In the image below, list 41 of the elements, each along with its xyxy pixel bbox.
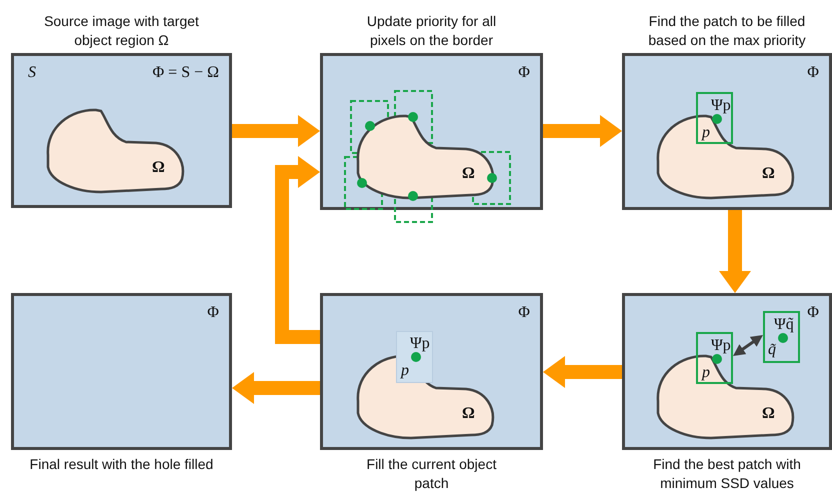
- math-symbol: Ω: [462, 405, 475, 423]
- arrow: [232, 115, 320, 147]
- step-caption: Find the best patch with minimum SSD values: [652, 455, 802, 493]
- arrow: [719, 210, 751, 293]
- math-symbol: Ω: [762, 405, 775, 423]
- arrow: [543, 356, 622, 388]
- arrow: [275, 156, 320, 344]
- target-region: [46, 107, 186, 195]
- patch-square: [696, 332, 733, 384]
- target-region: [356, 113, 496, 201]
- math-symbol: p: [702, 364, 710, 382]
- math-symbol: p: [702, 124, 710, 142]
- math-symbol: Ψp: [711, 97, 731, 115]
- math-symbol: p: [401, 362, 409, 380]
- arrow: [733, 335, 763, 356]
- patch-square: [763, 311, 800, 363]
- step-caption: Final result with the hole filled: [29, 455, 214, 474]
- math-symbol: Ψp: [711, 337, 731, 355]
- math-symbol: q̃: [768, 341, 776, 359]
- target-region: [656, 113, 796, 201]
- math-symbol: Φ: [807, 64, 819, 82]
- math-symbol: S: [28, 64, 36, 82]
- patch-square: [396, 331, 433, 383]
- math-symbol: Φ: [807, 304, 819, 322]
- math-symbol: Ω: [462, 165, 475, 183]
- step-caption: Source image with target object region Ω: [43, 12, 200, 50]
- math-symbol: Ω: [762, 165, 775, 183]
- target-region: [356, 353, 496, 441]
- patch-square: [696, 92, 733, 144]
- math-symbol: Φ: [518, 304, 530, 322]
- arrow: [232, 372, 320, 404]
- math-symbol: Ψq̃: [774, 316, 794, 334]
- step-caption: Fill the current object patch: [366, 455, 498, 493]
- math-symbol: Φ = S − Ω: [152, 64, 219, 82]
- math-symbol: Ψp: [410, 335, 430, 353]
- arrow: [543, 115, 622, 147]
- math-symbol: Φ: [518, 64, 530, 82]
- math-symbol: Ω: [152, 159, 165, 177]
- step-caption: Update priority for all pixels on the border: [366, 12, 498, 50]
- math-symbol: Φ: [207, 304, 219, 322]
- step-caption: Find the patch to be filled based on the max priority: [647, 12, 807, 50]
